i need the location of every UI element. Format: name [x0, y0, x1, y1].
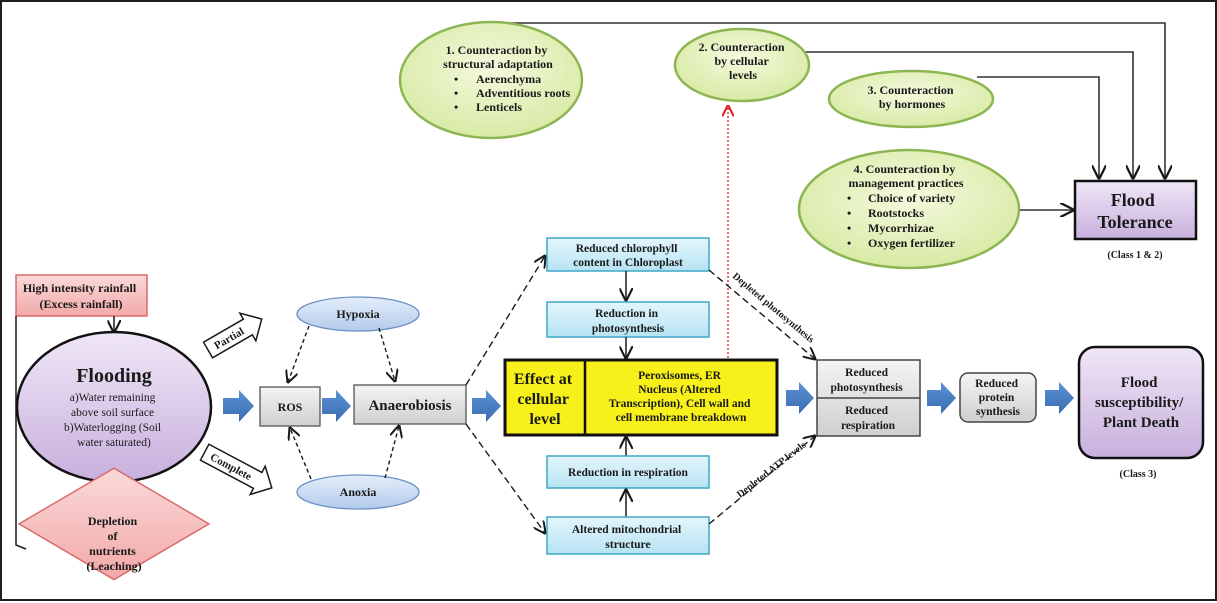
svg-text:Depletion of nutri: Depletion of nutrients (Leaching)	[86, 514, 141, 573]
ros-box: ROS	[259, 386, 321, 427]
flood-tolerance-class-label: (Class 1 & 2)	[1107, 250, 1162, 261]
svg-text:•Adventitious roots: •Adventitious roots	[454, 86, 570, 100]
partial-arrow: Partial	[202, 311, 263, 359]
depletion-diamond: Depletion of nutrients (Leaching)	[17, 467, 211, 581]
svg-text:Hypoxia: Hypoxia	[336, 307, 379, 321]
svg-text:4. Counteraction by mana: 4. Counteraction by management practices	[849, 162, 964, 190]
arrow-protein-to-susceptibility	[1045, 382, 1074, 414]
blue-arrows	[223, 382, 1074, 422]
anaerobiosis-box: Anaerobiosis	[353, 384, 467, 425]
svg-text:Reduction in photosynthe: Reduction in photosynthesis	[592, 308, 665, 335]
counteraction-connectors	[491, 22, 1165, 210]
counteraction-cellular: 2. Counteraction by cellular levels	[673, 27, 811, 103]
anaerobiosis-branches	[465, 256, 545, 533]
svg-text:Peroxisomes, ER Nucleus: Peroxisomes, ER Nucleus (Altered Transcr…	[609, 370, 754, 424]
chlorophyll-box: Reduced chlorophyll content in Chloropla…	[546, 237, 710, 272]
connector-structural-to-tolerance	[491, 22, 1165, 178]
mitochondrial-box: Altered mitochondrial structure	[546, 516, 710, 555]
reduced-photo-resp-box: Reduced photosynthesis Reduced respirati…	[816, 359, 921, 437]
respiration-box: Reduction in respiration	[546, 455, 710, 489]
hypoxia-oval: Hypoxia	[296, 296, 420, 332]
reduced-protein-box: Reduced protein synthesis	[959, 372, 1037, 423]
svg-text:2. Counteraction by cell: 2. Counteraction by cellular levels	[699, 40, 788, 82]
svg-text:Reduced chlorophyll cont: Reduced chlorophyll content in Chloropla…	[573, 243, 683, 269]
arrow-flooding-to-ros	[223, 390, 254, 422]
depleted-links	[708, 269, 815, 525]
rainfall-to-depletion-line	[15, 316, 27, 550]
svg-text:Flooding: Flooding	[76, 365, 152, 387]
effect-at-cellular-level-box: Effect at cellular level Peroxisomes, ER…	[503, 358, 779, 437]
svg-text:•Mycorrhizae: •Mycorrhizae	[847, 221, 935, 235]
flooding-ellipse: Flooding a)Water remaining above soil su…	[15, 330, 213, 484]
svg-text:•Choice of variety: •Choice of variety	[847, 191, 955, 205]
depleted-atp-label: Depleted ATP levels	[735, 440, 808, 501]
anoxia-oval: Anoxia	[296, 474, 420, 510]
svg-text:Flood Tolerance: Flood Tolerance	[1097, 190, 1172, 232]
counteraction-hormones: 3. Counteraction by hormones	[827, 69, 995, 129]
svg-text:•Rootstocks: •Rootstocks	[847, 206, 924, 220]
susceptibility-class-label: (Class 3)	[1120, 469, 1157, 480]
svg-text:•Aerenchyma: •Aerenchyma	[454, 72, 541, 86]
svg-text:Anoxia: Anoxia	[340, 485, 377, 499]
svg-text:a)Water remaining above: a)Water remaining above soil surface b)W…	[64, 392, 164, 449]
arrow-reduced-to-protein	[927, 382, 956, 414]
svg-text:High intensity rainfall: High intensity rainfall (Excess rainfall…	[23, 281, 139, 311]
photosynthesis-box: Reduction in photosynthesis	[546, 301, 710, 338]
svg-text:•Lenticels: •Lenticels	[454, 100, 522, 114]
svg-text:Flood susceptibility/: Flood susceptibility/ Plant Death	[1095, 375, 1187, 431]
oxygen-dashed-links	[288, 325, 399, 480]
arrow-effect-to-reduced	[786, 382, 814, 414]
counteraction-management: 4. Counteraction by management practices…	[797, 148, 1021, 270]
svg-text:•Oxygen fertilizer: •Oxygen fertilizer	[847, 236, 956, 250]
svg-text:Reduced photosynthesis: Reduced photosynthesis Reduced respirati…	[830, 367, 905, 432]
flood-tolerance-box: Flood Tolerance	[1073, 179, 1198, 241]
svg-text:Anaerobiosis: Anaerobiosis	[368, 398, 451, 414]
svg-text:Reduced protein sy: Reduced protein synthesis	[975, 378, 1021, 418]
svg-text:1. Counteraction by stru: 1. Counteraction by structural adaptatio…	[443, 43, 553, 71]
flood-susceptibility-box: Flood susceptibility/ Plant Death	[1077, 345, 1205, 460]
rainfall-box: High intensity rainfall (Excess rainfall…	[15, 274, 148, 317]
svg-text:Altered mitochondrial st: Altered mitochondrial structure	[572, 524, 684, 551]
svg-text:Effect at cellular: Effect at cellular level	[514, 371, 576, 428]
arrow-ros-to-anaerobiosis	[322, 390, 351, 422]
svg-text:3. Counteraction by horm: 3. Counteraction by hormones	[868, 83, 957, 111]
connector-hormones-to-tolerance	[977, 76, 1099, 178]
complete-arrow: Complete	[199, 443, 273, 496]
arrow-anaerobiosis-to-effect	[472, 390, 501, 422]
svg-text:Reduction in respiration: Reduction in respiration	[568, 467, 689, 479]
depleted-photosynthesis-label: Depleted photosynthesis	[730, 271, 816, 346]
counteraction-structural: 1. Counteraction by structural adaptatio…	[398, 20, 584, 140]
connector-cellular-to-tolerance	[792, 51, 1133, 178]
svg-text:ROS: ROS	[278, 400, 303, 414]
